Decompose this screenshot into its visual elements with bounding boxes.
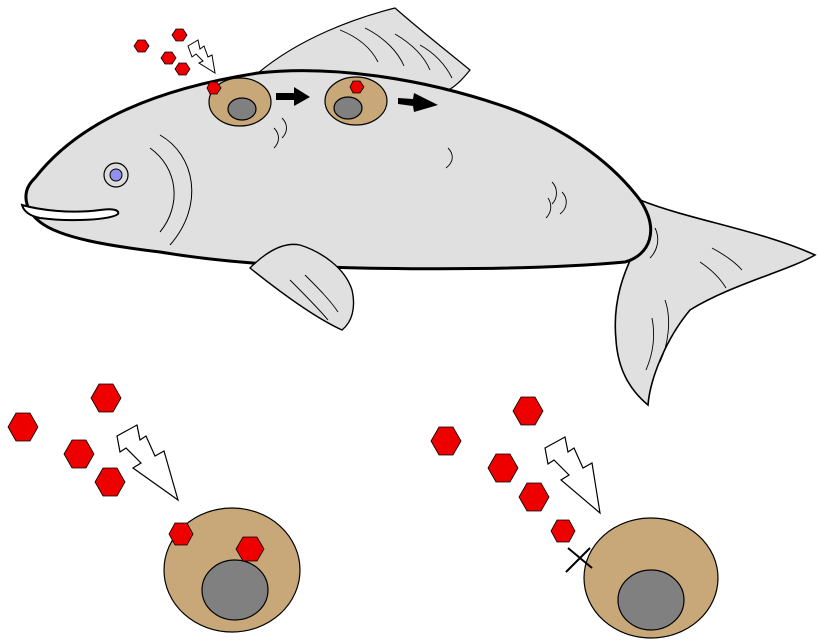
hexagon-particle-icon xyxy=(134,40,149,52)
hexagon-particle-icon xyxy=(519,483,549,511)
cell-icon xyxy=(584,518,718,638)
hexagon-particle-icon xyxy=(551,520,575,542)
hexagon-particle-icon xyxy=(513,397,543,425)
nucleus xyxy=(228,98,256,120)
hexagon-particle-icon xyxy=(172,29,187,41)
hexagon-particle-icon xyxy=(64,440,94,468)
hollow-lightning-arrow-icon xyxy=(188,40,215,73)
hexagon-particle-icon xyxy=(175,63,190,75)
particle-cluster-right xyxy=(431,397,575,542)
hexagon-particle-icon xyxy=(95,468,125,496)
hexagon-particle-icon xyxy=(91,384,121,412)
hexagon-particle-icon xyxy=(8,413,38,441)
fish-icon xyxy=(22,8,815,405)
hexagon-particle-icon xyxy=(488,454,518,482)
nucleus xyxy=(334,97,362,119)
hollow-lightning-arrow-icon xyxy=(545,437,600,513)
hollow-lightning-arrow-icon xyxy=(117,425,178,500)
hexagon-particle-icon xyxy=(431,427,461,455)
nucleus xyxy=(202,560,268,620)
hexagon-particle-icon xyxy=(161,52,176,64)
nucleus xyxy=(618,570,684,630)
fish-eye-pupil xyxy=(110,169,122,181)
